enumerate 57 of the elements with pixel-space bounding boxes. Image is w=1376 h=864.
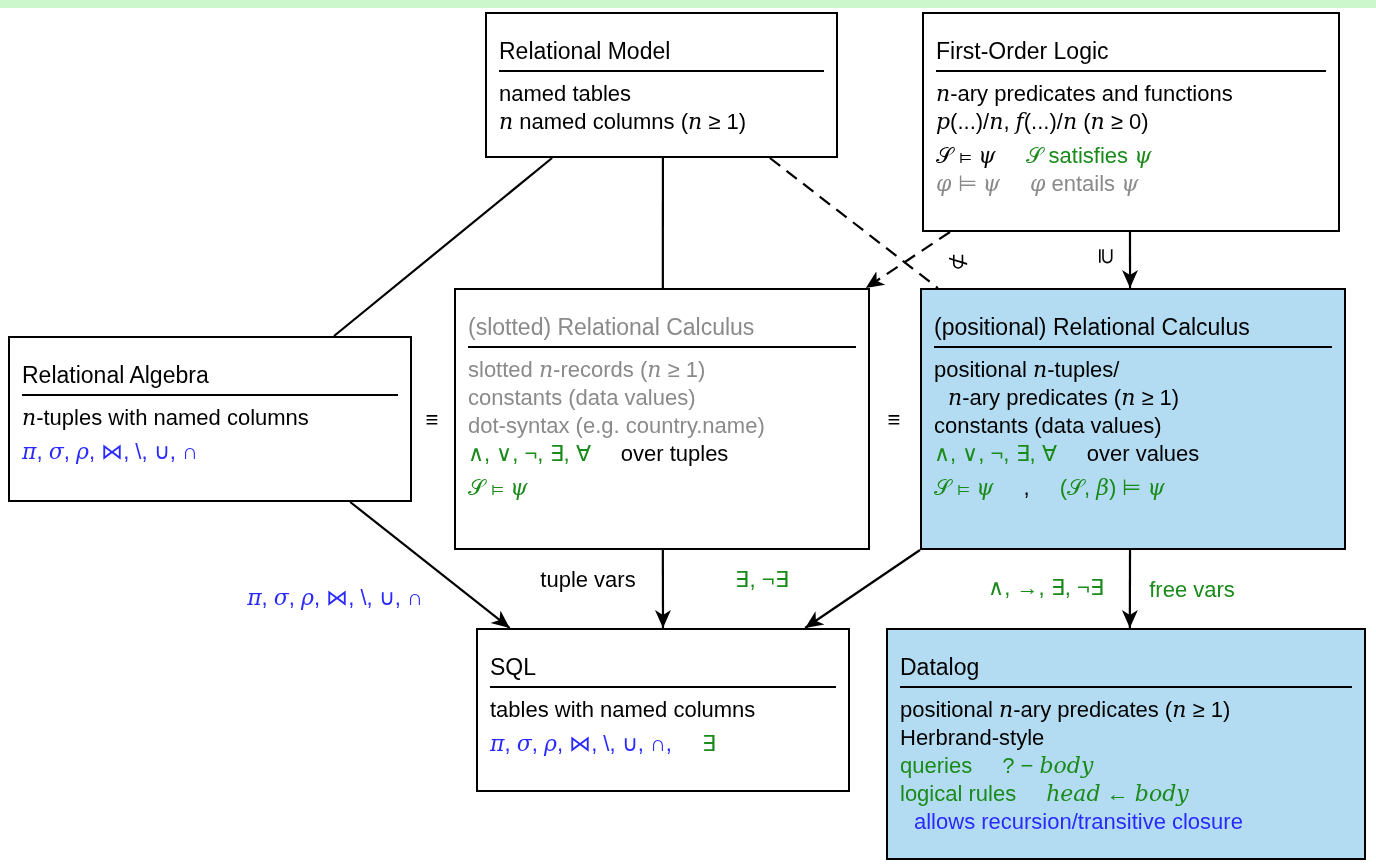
box-text: φ ⊨ ψ	[936, 170, 1000, 198]
concept-box	[454, 288, 870, 550]
box-text: dot-syntax (e.g. country.name)	[468, 412, 765, 440]
box-text: positional n-ary predicates (n ≥ 1)	[900, 696, 1231, 724]
box-text: tables with named columns	[490, 696, 756, 724]
box-text: over values	[1086, 440, 1200, 468]
box-text: constants (data values)	[468, 384, 696, 412]
box-text: n named columns (n ≥ 1)	[499, 108, 747, 136]
connector-line	[661, 158, 664, 288]
box-text: (𝒮, β) ⊨ ψ	[1059, 474, 1165, 502]
box-text: constants (data values)	[934, 412, 1162, 440]
concept-box	[920, 288, 1346, 550]
box-text: allows recursion/transitive closure	[913, 808, 1243, 836]
concept-box	[922, 12, 1340, 232]
box-text: ∃	[701, 730, 716, 758]
box-text: slotted n-records (n ≥ 1)	[468, 356, 706, 384]
box-text: queries	[900, 752, 973, 780]
arrow	[1122, 232, 1138, 288]
box-text: n-tuples with named columns	[22, 404, 309, 432]
arrow	[349, 501, 511, 629]
box-title: Relational Model	[499, 36, 824, 72]
box-title: Relational Algebra	[22, 360, 398, 396]
box-text: over tuples	[620, 440, 729, 468]
box-text: φ entails ψ	[1029, 170, 1139, 198]
box-title: Datalog	[900, 652, 1352, 688]
box-text: logical rules	[900, 780, 1017, 808]
box-text: p(...)/n, f(...)/n (n ≥ 0)	[936, 108, 1149, 136]
box-text: ? − body	[1002, 752, 1094, 780]
concept-box	[8, 336, 412, 502]
box-text: named tables	[499, 80, 632, 108]
box-text: 𝒮 ⊨ ψ	[934, 474, 994, 502]
arrow	[804, 549, 921, 629]
arrow	[654, 550, 671, 628]
box-title: (positional) Relational Calculus	[934, 312, 1332, 348]
box-text: n-ary predicates (n ≥ 1)	[947, 384, 1180, 412]
box-text: ∧, ∨, ¬, ∃, ∀	[468, 440, 591, 468]
box-title: SQL	[490, 652, 836, 688]
box-text: Herbrand-style	[900, 724, 1045, 752]
concept-box	[886, 628, 1366, 860]
box-text: ∧, ∨, ¬, ∃, ∀	[934, 440, 1057, 468]
box-title: First-Order Logic	[936, 36, 1326, 72]
box-text: n-ary predicates and functions	[936, 80, 1233, 108]
concept-box	[485, 12, 838, 158]
arrow	[865, 231, 951, 289]
box-text: 𝒮 ⊨ ψ	[468, 474, 528, 502]
connector-line	[333, 157, 553, 337]
box-text: positional n-tuples/	[934, 356, 1120, 384]
box-text: head ← body	[1046, 780, 1189, 808]
box-text: 𝒮 satisfies ψ	[1025, 142, 1152, 170]
connector-line	[769, 157, 939, 289]
box-text: 𝒮 ⊨ ψ	[936, 142, 996, 170]
concept-box	[476, 628, 850, 792]
arrow	[1121, 550, 1138, 628]
box-text: π, σ, ρ, ⋈, \, ∪, ∩,	[490, 730, 672, 758]
box-text: ,	[1023, 474, 1030, 502]
box-text: π, σ, ρ, ⋈, \, ∪, ∩	[22, 438, 198, 466]
box-title: (slotted) Relational Calculus	[468, 312, 856, 348]
